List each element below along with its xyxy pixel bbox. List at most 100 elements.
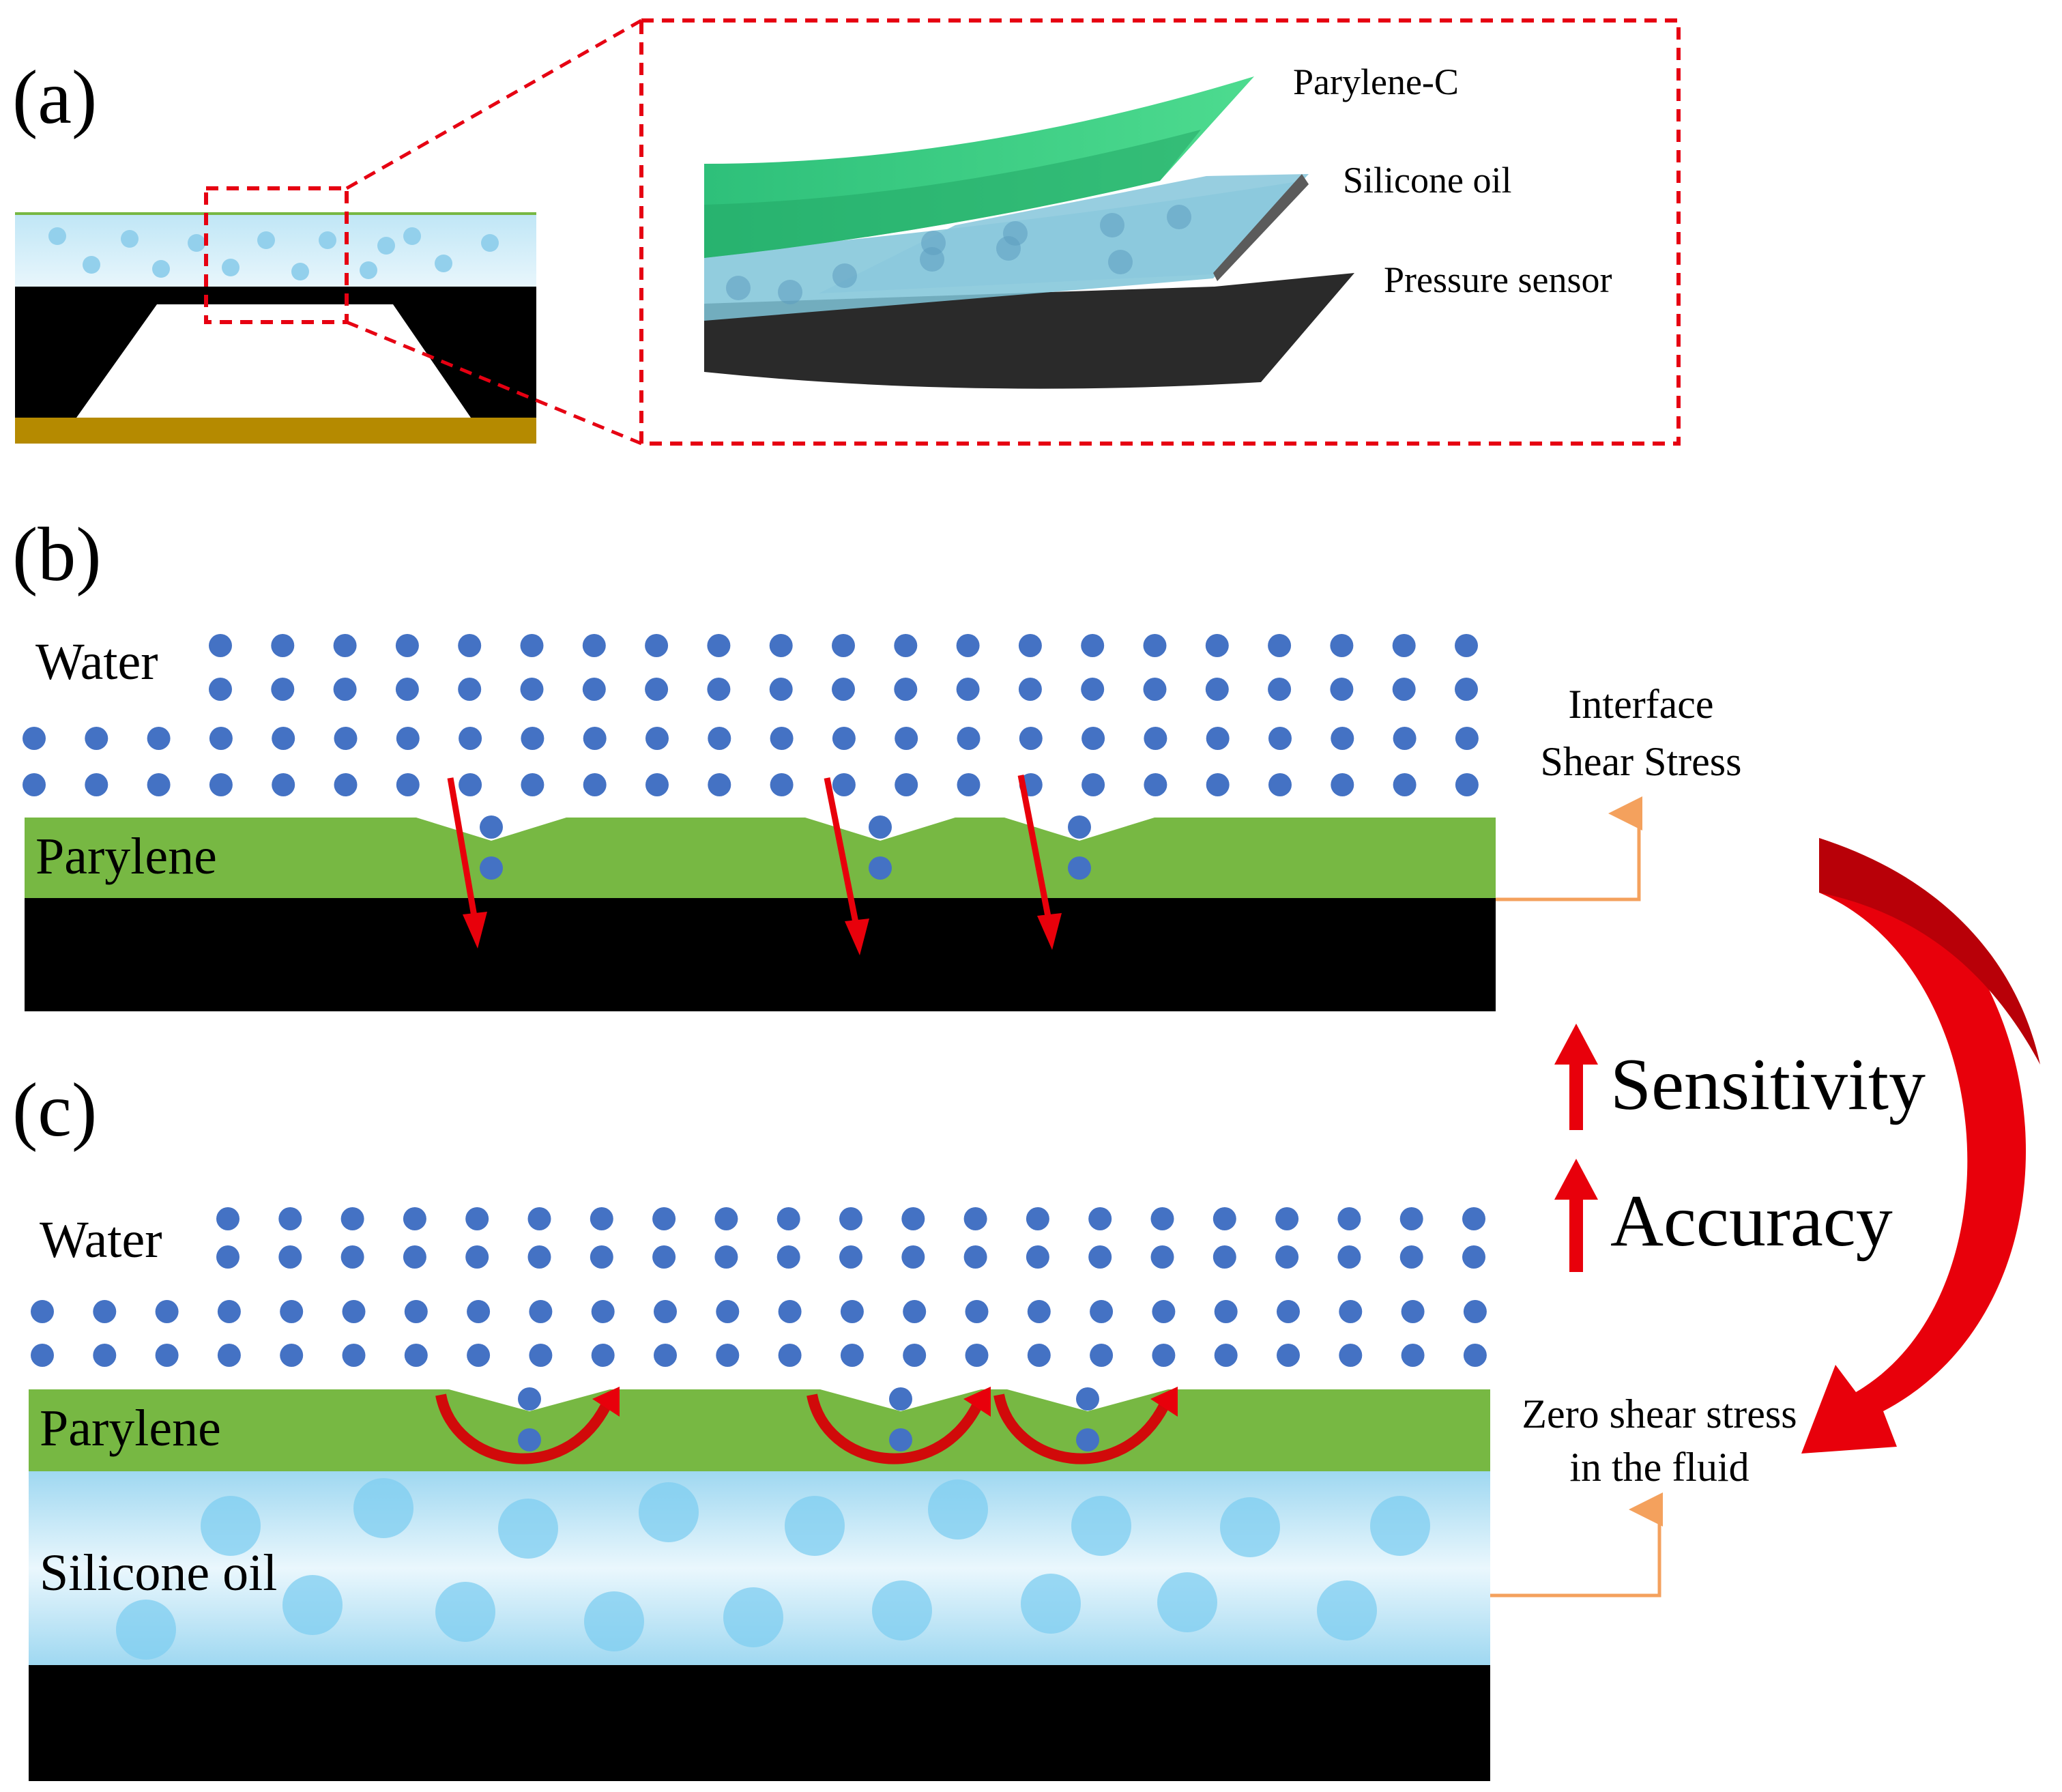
oil-particle	[282, 1575, 343, 1635]
oil-particle	[48, 227, 66, 245]
sensor-cross-section	[15, 186, 536, 444]
water-molecule	[527, 1207, 551, 1230]
callout-parylene-c: Parylene-C	[1293, 61, 1459, 102]
water-molecule	[155, 1300, 179, 1323]
water-molecule	[1337, 1207, 1361, 1230]
water-molecule	[1206, 773, 1230, 796]
water-molecule	[1463, 1344, 1487, 1367]
water-molecule	[1090, 1344, 1114, 1367]
water-molecule	[963, 1245, 987, 1269]
water-molecule	[901, 1245, 925, 1269]
stress-arrow-head	[845, 919, 869, 955]
panel-c: (c) Water Parylene Silicone oil Zero she…	[12, 1068, 1797, 1781]
water-molecule	[652, 1245, 676, 1269]
oil-particle	[1003, 221, 1028, 246]
water-molecule	[901, 1207, 925, 1230]
water-molecule	[832, 634, 855, 657]
callout-pressure-sensor: Pressure sensor	[1384, 259, 1612, 300]
water-molecule	[209, 678, 232, 701]
water-molecule	[1150, 1207, 1174, 1230]
water-molecule	[832, 678, 855, 701]
accuracy-label: Accuracy	[1610, 1181, 1893, 1262]
oil-particle	[121, 230, 139, 248]
oil-particle	[928, 1479, 988, 1540]
water-molecule	[839, 1245, 862, 1269]
trapped-molecule	[1068, 815, 1091, 839]
water-molecule	[278, 1207, 302, 1230]
water-molecule	[1455, 634, 1478, 657]
transition-arrow-shade	[1819, 838, 2040, 1065]
oil-particle	[921, 231, 946, 255]
water-molecule	[963, 1207, 987, 1230]
water-molecule	[716, 1300, 740, 1323]
zoom-connector-top	[345, 18, 643, 190]
water-molecule	[707, 678, 731, 701]
water-molecule	[217, 1344, 241, 1367]
parylene-defects-c	[449, 1387, 1168, 1451]
accuracy-up-arrow	[1554, 1159, 1598, 1272]
oil-particle	[1370, 1496, 1430, 1556]
water-molecule	[583, 773, 607, 796]
water-molecule	[591, 1300, 615, 1323]
water-molecule	[458, 678, 482, 701]
water-molecule	[1152, 1300, 1176, 1323]
water-molecule	[395, 634, 419, 657]
parylene-label-b: Parylene	[35, 828, 217, 885]
water-molecule	[1212, 1207, 1236, 1230]
oil-particle	[360, 261, 377, 279]
water-molecule	[1275, 1207, 1299, 1230]
water-molecule	[209, 773, 233, 796]
oil-particle	[584, 1591, 644, 1651]
layer-stack-3d	[704, 76, 1354, 389]
oil-particle	[83, 256, 100, 274]
water-molecule	[1019, 727, 1043, 750]
water-molecule	[340, 1207, 364, 1230]
oil-particle	[435, 1582, 495, 1642]
water-molecule	[1212, 1245, 1236, 1269]
deflection-arrow	[993, 1387, 1178, 1464]
oil-particle	[872, 1580, 932, 1641]
water-molecule	[645, 634, 669, 657]
water-molecule	[957, 773, 981, 796]
water-molecule	[520, 678, 544, 701]
silicone-oil-layer-small	[15, 213, 536, 287]
water-molecule	[1455, 678, 1478, 701]
water-molecule	[645, 773, 669, 796]
stress-arrows-b	[447, 775, 1062, 955]
panel-b-label: (b)	[12, 512, 102, 597]
oil-particle	[1100, 213, 1124, 237]
zero-shear-line1: Zero shear stress	[1522, 1391, 1797, 1436]
water-molecule	[1088, 1245, 1112, 1269]
water-molecule	[903, 1344, 927, 1367]
callout-silicone-oil: Silicone oil	[1343, 160, 1511, 201]
water-molecule	[1081, 634, 1105, 657]
oil-particle	[435, 255, 452, 272]
trapped-molecule	[1076, 1387, 1099, 1411]
oil-particle	[832, 263, 857, 288]
sensor-substrate-b	[25, 898, 1496, 1011]
stress-arrow	[824, 777, 869, 955]
water-molecule	[1026, 1207, 1049, 1230]
parylene-layer-b	[25, 818, 1496, 898]
stress-arrow-head	[1037, 913, 1062, 950]
water-molecule	[590, 1207, 613, 1230]
water-molecule	[1455, 727, 1479, 750]
water-molecules-b	[23, 634, 1479, 796]
water-molecule	[895, 773, 918, 796]
water-molecule	[1205, 678, 1229, 701]
water-molecule	[714, 1245, 738, 1269]
water-molecule	[1463, 1300, 1487, 1323]
oil-particle	[1220, 1497, 1280, 1557]
trapped-molecule	[869, 856, 892, 880]
water-molecule	[521, 773, 544, 796]
water-molecule	[654, 1300, 677, 1323]
water-molecule	[840, 1344, 864, 1367]
water-molecule	[1392, 634, 1416, 657]
water-molecule	[965, 1300, 989, 1323]
oil-particle	[403, 227, 421, 245]
water-molecule	[85, 773, 108, 796]
water-molecule	[707, 634, 731, 657]
water-label-b: Water	[35, 633, 158, 691]
water-molecule	[1027, 1344, 1051, 1367]
